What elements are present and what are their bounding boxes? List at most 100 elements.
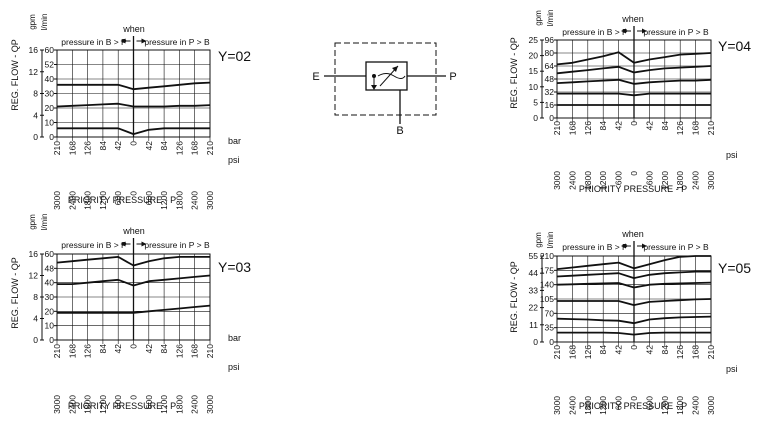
series-line	[557, 92, 711, 97]
x-tick-label-bar: 42	[144, 141, 154, 151]
x-tick-label-psi: 3000	[205, 395, 215, 414]
x-tick-label-bar: 126	[83, 344, 93, 358]
x-top-unit: bar	[228, 333, 241, 343]
y-tick-label-lmin: 210	[540, 251, 554, 261]
region-right-label: pressure in P > B	[643, 242, 709, 252]
y-tick-label-lmin: 96	[545, 35, 555, 45]
series-line	[557, 298, 712, 306]
x-tick-label-bar: 210	[52, 141, 62, 155]
y-tick-label-lmin: 40	[45, 278, 55, 288]
x-tick-label-psi: 2400	[190, 395, 200, 414]
series-line	[57, 304, 211, 314]
x-tick-label-bar: 210	[552, 121, 562, 135]
x-tick-label-bar: 0	[629, 121, 639, 126]
y-tick-label-lmin: 35	[545, 323, 555, 333]
x-axis-label: PRIORITY PRESSURE - P	[579, 184, 687, 194]
y-tick-label-gpm: 44	[529, 268, 539, 278]
y-tick-label-gpm: 16	[29, 249, 39, 259]
series-line	[556, 65, 712, 75]
series-line	[556, 78, 712, 85]
x-tick-label-psi: 2400	[67, 191, 77, 210]
y-tick-label-gpm: 15	[529, 66, 539, 76]
x-tick-label-bar: 42	[144, 344, 154, 354]
x-tick-label-psi: 1200	[98, 395, 108, 414]
x-tick-label-psi: 3000	[205, 191, 215, 210]
x-tick-label-psi: 1200	[598, 171, 608, 190]
x-tick-label-psi: 600	[144, 395, 154, 409]
y-tick-label-gpm: 5	[533, 97, 538, 107]
x-tick-label-psi: 1200	[159, 191, 169, 210]
region-right-label: pressure in P > B	[144, 37, 210, 47]
region-arrowhead-left	[621, 28, 626, 34]
x-tick-label-psi: 600	[113, 191, 123, 205]
unit-gpm: gpm	[534, 10, 543, 26]
chart-panel-y04: REG. FLOW - QP gpm l/min when pressure i…	[509, 10, 751, 194]
series-line	[556, 315, 712, 325]
y-tick-label-gpm: 25	[529, 35, 539, 45]
y-tick-label-lmin: 16	[545, 100, 555, 110]
x-tick-label-psi: 0	[629, 396, 639, 401]
schematic-dashed-boundary	[334, 42, 437, 116]
region-left-label: pressure in B > P	[562, 27, 628, 37]
y-tick-label-lmin: 40	[45, 74, 55, 84]
x-tick-label-psi: 1800	[174, 191, 184, 210]
unit-lmin: l/min	[40, 214, 49, 231]
region-left-label: pressure in B > P	[61, 37, 127, 47]
y-tick-label-lmin: 52	[45, 60, 55, 70]
x-tick-label-bar: 210	[205, 344, 215, 358]
y-tick-label-gpm: 0	[533, 337, 538, 347]
when-label: when	[621, 229, 644, 239]
x-tick-label-bar: 42	[113, 141, 123, 151]
y-tick-label-lmin: 60	[45, 249, 55, 259]
y-tick-label-lmin: 30	[45, 292, 55, 302]
y-tick-label-lmin: 30	[45, 89, 55, 99]
x-tick-label-bar: 84	[159, 344, 169, 354]
x-tick-label-psi: 3000	[552, 171, 562, 190]
y-tick-label-gpm: 20	[529, 51, 539, 61]
y-tick-label-gpm: 0	[33, 132, 38, 142]
y-tick-label-lmin: 60	[45, 45, 55, 55]
y-tick-label-gpm: 4	[33, 314, 38, 324]
y-axis-label: REG. FLOW - QP	[509, 37, 519, 109]
x-tick-label-bar: 0	[129, 344, 139, 349]
x-tick-label-bar: 84	[660, 121, 670, 131]
series-line	[556, 255, 711, 270]
x-tick-label-psi: 1800	[174, 395, 184, 414]
unit-gpm: gpm	[28, 14, 37, 30]
x-bottom-unit: psi	[726, 150, 738, 160]
x-tick-label-bar: 168	[190, 141, 200, 155]
x-tick-label-psi: 1800	[675, 396, 685, 415]
unit-gpm: gpm	[28, 214, 37, 230]
x-tick-label-psi: 1200	[660, 396, 670, 415]
y-tick-label-gpm: 0	[33, 335, 38, 345]
x-tick-label-psi: 600	[614, 171, 624, 185]
port-label-e: E	[312, 71, 319, 83]
series-line	[557, 331, 711, 336]
x-tick-label-bar: 84	[98, 141, 108, 151]
x-tick-label-psi: 1800	[83, 395, 93, 414]
y-tick-label-lmin: 175	[540, 265, 554, 275]
series-line	[556, 281, 712, 289]
y-tick-label-gpm: 12	[29, 67, 39, 77]
chart-panel-y05: REG. FLOW - QP gpm l/min when pressure i…	[509, 229, 751, 415]
x-tick-label-psi: 2400	[67, 395, 77, 414]
x-tick-label-bar: 168	[67, 344, 77, 358]
y-tick-label-gpm: 55	[529, 251, 539, 261]
y-tick-label-lmin: 10	[45, 118, 55, 128]
y-axis-label: REG. FLOW - QP	[10, 39, 20, 111]
x-tick-label-bar: 210	[205, 141, 215, 155]
when-label: when	[122, 24, 145, 34]
region-arrowhead-left	[621, 243, 626, 249]
x-tick-label-psi: 1800	[675, 171, 685, 190]
series-line	[57, 274, 211, 287]
x-axis-label: PRIORITY PRESSURE - P	[579, 401, 687, 411]
x-tick-label-psi: 3000	[706, 396, 716, 415]
y-axis-label: REG. FLOW - QP	[509, 261, 519, 333]
x-tick-label-bar: 84	[98, 344, 108, 354]
y-tick-label-lmin: 80	[545, 48, 555, 58]
x-tick-label-bar: 42	[614, 345, 624, 355]
x-top-unit: bar	[228, 136, 241, 146]
x-tick-label-psi: 1800	[583, 171, 593, 190]
y-tick-label-lmin: 105	[540, 294, 554, 304]
